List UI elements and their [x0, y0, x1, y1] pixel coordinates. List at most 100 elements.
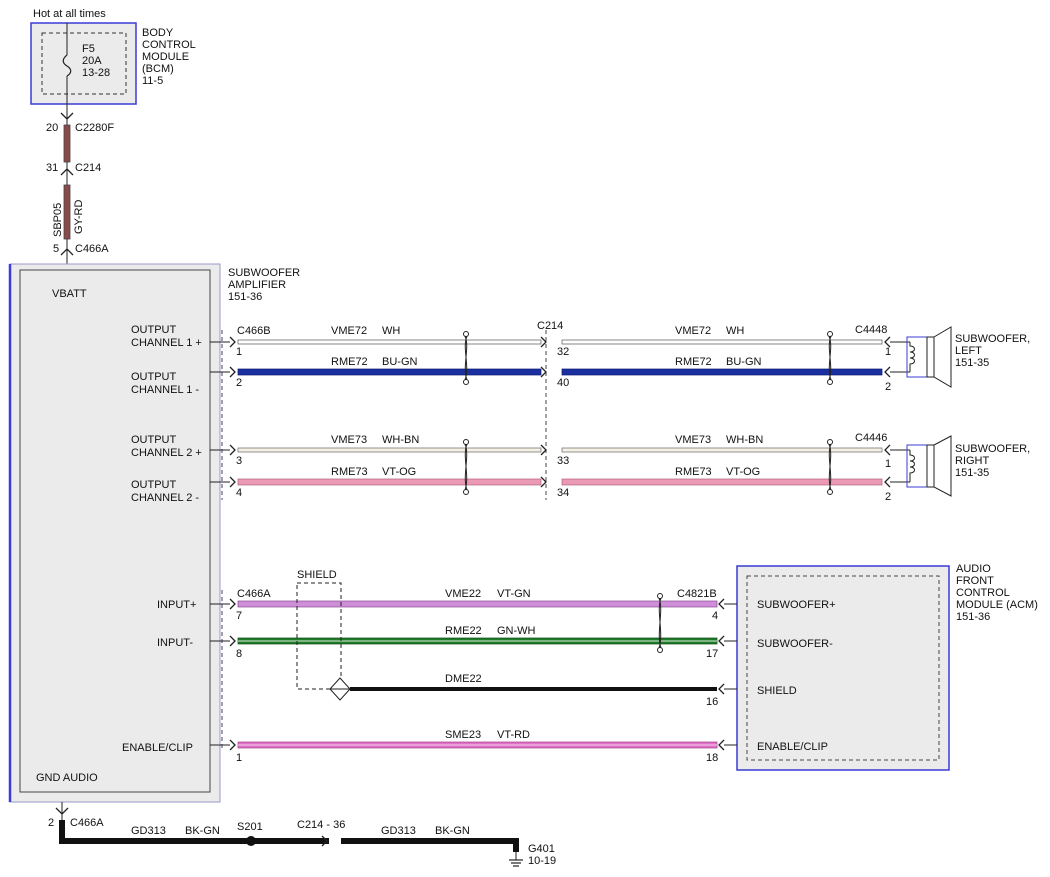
twist-end-icon: [827, 439, 833, 445]
pin-number: 4: [236, 487, 242, 499]
wire-gd313-a: [59, 838, 329, 844]
connector-chevron-icon: [229, 336, 236, 348]
g401-label: G401: [528, 843, 555, 855]
pin-number: 32: [557, 346, 569, 358]
wire-color-bu-gn-b: BU-GN: [726, 356, 762, 368]
hot-at-all-times-label: Hot at all times: [33, 8, 106, 20]
wire-label-sme23: SME23: [445, 729, 481, 741]
pin-number: 7: [236, 610, 242, 622]
amplifier-inner-box: [19, 269, 211, 793]
connector-chevron-icon: [718, 683, 725, 695]
bcm-page-ref: 11-5: [142, 75, 163, 87]
input-plus-label: INPUT+: [157, 599, 196, 611]
right-speaker-name-line: SUBWOOFER,: [955, 443, 1030, 455]
fuse-id: F5: [82, 43, 95, 55]
wire-rme73-b: [561, 478, 883, 486]
twisted-pair-icon: [828, 443, 832, 491]
connector-chevron-icon: [884, 336, 891, 348]
pin-number: 3: [236, 455, 242, 467]
acm-name-line: FRONT: [956, 575, 994, 587]
wire-color-gn-wh: GN-WH: [497, 625, 536, 637]
connector-chevron-icon: [718, 739, 725, 751]
twist-end-icon: [463, 439, 469, 445]
wire-color-wh-a: WH: [382, 325, 400, 337]
output-ch1-plus-line2: CHANNEL 1 +: [131, 337, 202, 349]
feed-color-label: GY-RD: [73, 200, 85, 234]
wire-vme72-a: [237, 339, 542, 345]
wire-color-wh-b: WH: [726, 325, 744, 337]
wire-label-gd313-a: GD313: [131, 825, 166, 837]
acm-enable-clip-label: ENABLE/CLIP: [757, 741, 828, 753]
wire-rme73-a: [237, 478, 542, 486]
output-ch2-plus-line1: OUTPUT: [131, 434, 177, 446]
connector-chevron-icon: [229, 366, 236, 378]
connector-chevron-icon: [229, 444, 236, 456]
bcm-fuse-panel-outline: [41, 32, 127, 95]
wire-color-vt-og-a: VT-OG: [382, 466, 416, 478]
c214-feed-label: C214: [75, 162, 101, 174]
connector-chevron-icon: [884, 366, 891, 378]
twisted-pair-icon: [464, 443, 468, 491]
connector-chevron-icon: [321, 835, 328, 847]
enable-clip-label: ENABLE/CLIP: [122, 742, 193, 754]
g401-page-ref: 10-19: [528, 855, 556, 867]
output-ch2-minus-line1: OUTPUT: [131, 479, 177, 491]
connector-chevron-icon: [60, 168, 74, 176]
pin-number: 2: [236, 377, 242, 389]
bcm-module-box: [30, 22, 137, 105]
c4821b-label: C4821B: [677, 588, 717, 600]
bcm-name-line: MODULE: [142, 51, 189, 63]
amplifier-name-line: SUBWOOFER: [228, 267, 300, 279]
bcm-name-line: BODY: [142, 27, 174, 39]
acm-page-ref: 151-36: [956, 611, 990, 623]
wire-gd313-b: [341, 838, 519, 844]
wire-dme22: [350, 687, 717, 691]
twist-end-icon: [827, 489, 833, 495]
twist-end-icon: [657, 647, 663, 653]
wire-label-vme72-b: VME72: [675, 325, 711, 337]
amplifier-name-line: AMPLIFIER: [228, 279, 286, 291]
speaker-cone-icon: [933, 435, 952, 497]
left-subwoofer-speaker: [905, 326, 952, 388]
c4448-label: C4448: [855, 324, 887, 336]
c466a-input-label: C466A: [237, 588, 271, 600]
speaker-coil-icon: [909, 450, 915, 482]
pin-number: 2: [885, 381, 891, 393]
pin-number: 40: [557, 377, 569, 389]
right-subwoofer-speaker: [905, 435, 952, 497]
wire-color-vt-rd: VT-RD: [497, 729, 530, 741]
wire-color-wh-bn-a: WH-BN: [382, 434, 419, 446]
connector-chevron-icon: [540, 366, 547, 378]
feed-circuit-label: SBP05: [52, 203, 64, 237]
pin-number: 1: [885, 458, 891, 470]
wire-label-rme72-b: RME72: [675, 356, 712, 368]
pin-number: 33: [557, 455, 569, 467]
pin-number: 16: [706, 696, 718, 708]
wire-label-vme72-a: VME72: [331, 325, 367, 337]
c214-label: C214: [537, 320, 563, 332]
pin-number: 1: [236, 752, 242, 764]
pin-number: 17: [706, 648, 718, 660]
pin-number: 18: [706, 752, 718, 764]
output-ch2-plus-line2: CHANNEL 2 +: [131, 447, 202, 459]
fuse-rating: 20A: [82, 55, 102, 67]
connector-chevron-icon: [540, 336, 547, 348]
shield-label: SHIELD: [297, 569, 337, 581]
output-ch1-minus-line1: OUTPUT: [131, 371, 177, 383]
output-ch1-plus-line1: OUTPUT: [131, 324, 177, 336]
connector-chevron-icon: [60, 248, 74, 256]
pin-number: 2: [885, 491, 891, 503]
acm-name-line: CONTROL: [956, 587, 1010, 599]
connector-chevron-icon: [60, 112, 74, 120]
feed-wire-segment: [63, 124, 71, 163]
c2280f-pin: 20: [46, 122, 58, 134]
speaker-magnet-icon: [926, 336, 935, 378]
amplifier-page-ref: 151-36: [228, 291, 262, 303]
wire-vme73-b: [561, 447, 883, 453]
wire-label-gd313-b: GD313: [381, 825, 416, 837]
wire-color-bk-gn-a: BK-GN: [185, 825, 220, 837]
pin-number: 1: [236, 346, 242, 358]
twist-end-icon: [827, 379, 833, 385]
twist-end-icon: [463, 489, 469, 495]
connector-chevron-icon: [540, 476, 547, 488]
